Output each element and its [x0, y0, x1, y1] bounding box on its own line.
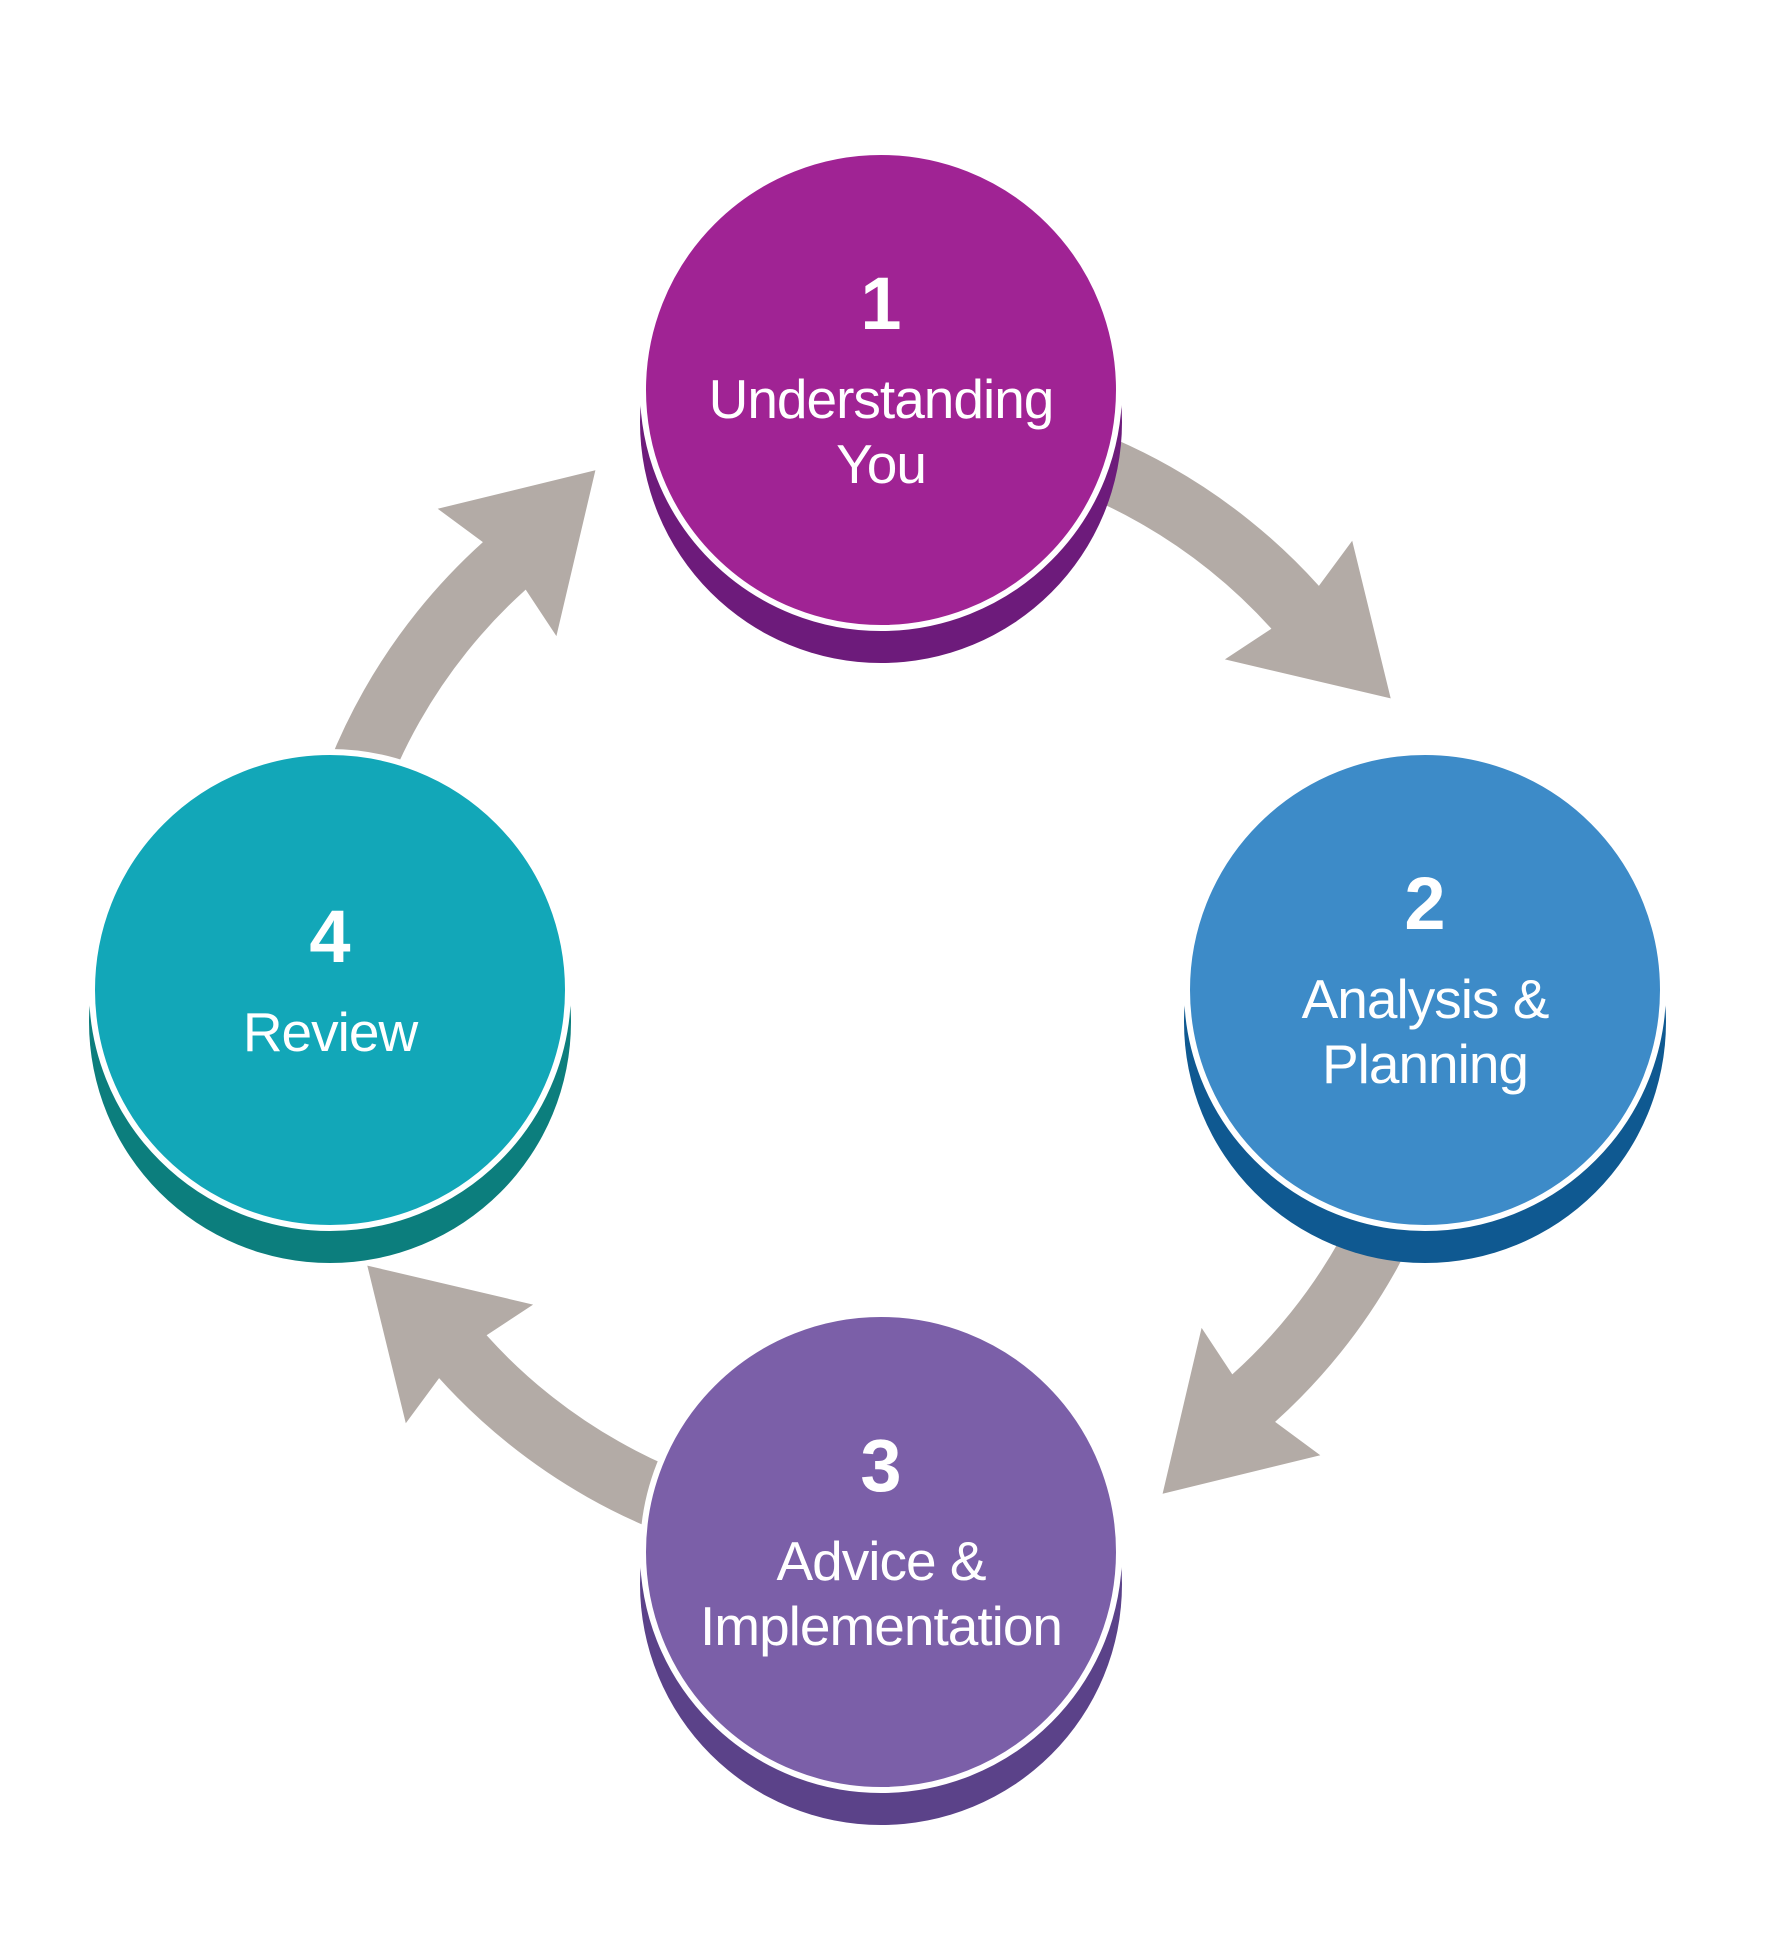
step-3-label: Advice & Implementation	[699, 1530, 1063, 1657]
step-3-text-block: 3 Advice & Implementation	[699, 1424, 1063, 1659]
step-3-circle-advice-implementation: 3 Advice & Implementation	[640, 1311, 1122, 1825]
step-4-label: Review	[242, 1000, 418, 1063]
step-3-number: 3	[860, 1424, 902, 1508]
step-2-text-block: 2 Analysis & Planning	[1301, 862, 1550, 1097]
step-2-number: 2	[1404, 862, 1446, 946]
step-2-circle-analysis-planning: 2 Analysis & Planning	[1184, 749, 1666, 1263]
step-2-label: Analysis & Planning	[1301, 968, 1550, 1095]
step-1-circle-face: 1 Understanding You	[640, 149, 1122, 631]
step-1-number: 1	[860, 262, 902, 346]
step-4-circle-face: 4 Review	[89, 749, 571, 1231]
step-4-text-block: 4 Review	[242, 894, 418, 1065]
step-2-circle-face: 2 Analysis & Planning	[1184, 749, 1666, 1231]
step-4-number: 4	[309, 894, 351, 978]
step-3-circle-face: 3 Advice & Implementation	[640, 1311, 1122, 1793]
step-1-text-block: 1 Understanding You	[708, 262, 1055, 497]
step-4-circle-review: 4 Review	[89, 749, 571, 1263]
step-1-circle-understanding-you: 1 Understanding You	[640, 149, 1122, 663]
step-1-label: Understanding You	[708, 368, 1055, 495]
